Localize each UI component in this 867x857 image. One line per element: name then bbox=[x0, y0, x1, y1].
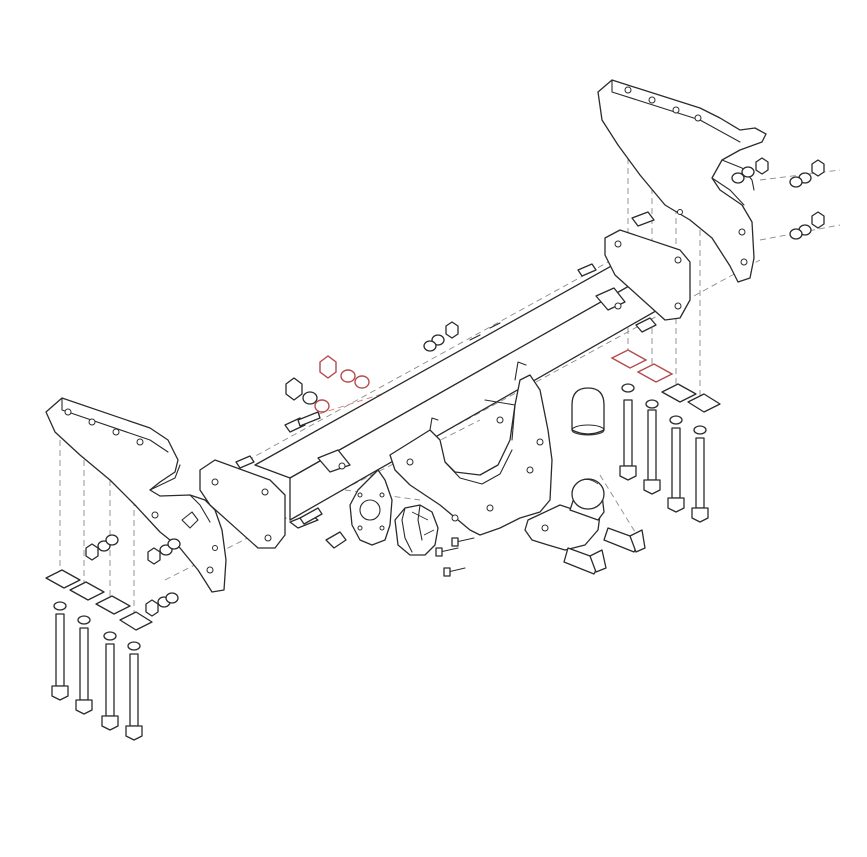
tow-ball-cover bbox=[571, 387, 605, 436]
center-drop-plate bbox=[389, 361, 553, 536]
right-nuts-washers bbox=[731, 157, 825, 240]
right-mounting-bracket bbox=[597, 79, 767, 283]
left-long-bolts bbox=[51, 601, 143, 741]
tow-ball bbox=[524, 478, 605, 551]
spacer-plates bbox=[45, 349, 721, 631]
socket-mounting-plate bbox=[349, 469, 393, 546]
main-crossbar bbox=[199, 229, 691, 549]
small-screws bbox=[435, 537, 475, 577]
right-long-bolts bbox=[619, 383, 709, 523]
center-nuts-washers bbox=[285, 321, 459, 413]
left-mounting-bracket bbox=[45, 397, 227, 593]
short-bolts bbox=[284, 211, 657, 575]
left-nuts-washers bbox=[85, 534, 181, 617]
electrical-socket bbox=[394, 504, 439, 556]
